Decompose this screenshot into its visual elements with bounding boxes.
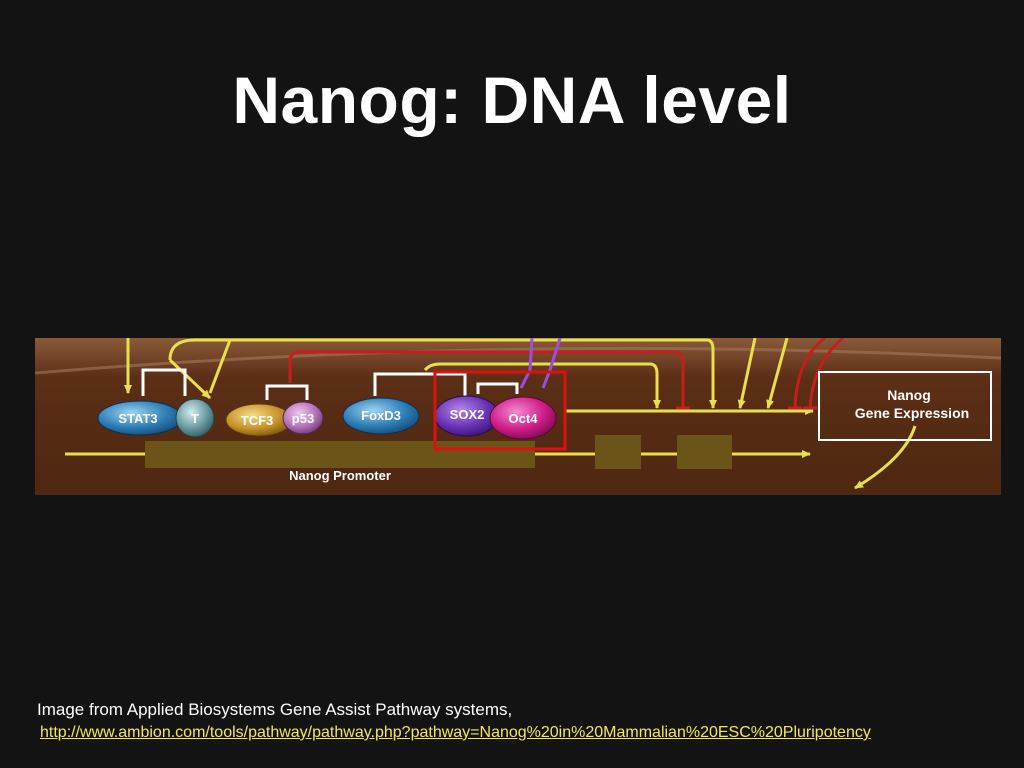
complex-bracket-sox2-oct4 bbox=[476, 382, 519, 394]
pathway-diagram: Nanog Promoter STAT3 T TCF3 bbox=[35, 338, 1001, 495]
t-protein bbox=[175, 398, 215, 438]
activation-arrow-top-span bbox=[168, 338, 713, 408]
sox2-label: SOX2 bbox=[450, 407, 485, 422]
stat3-label: STAT3 bbox=[118, 411, 157, 426]
exon-block-2 bbox=[677, 435, 732, 469]
oct4-protein bbox=[489, 396, 557, 440]
foxd3-protein bbox=[342, 397, 420, 435]
activation-arrow-diag bbox=[208, 339, 232, 394]
activation-arrow-downstream bbox=[854, 425, 917, 490]
p53-label: p53 bbox=[292, 411, 314, 426]
oct4-label: Oct4 bbox=[509, 411, 539, 426]
exon-block-1 bbox=[595, 435, 641, 469]
signal-line-oct4-2 bbox=[541, 338, 562, 389]
inhibition-line-p53 bbox=[288, 350, 685, 408]
nanog-pathway-figure: Nanog Promoter STAT3 T TCF3 bbox=[35, 338, 1001, 495]
promoter-label: Nanog Promoter bbox=[289, 468, 391, 483]
gene-expression-line2: Gene Expression bbox=[855, 405, 969, 421]
sox2-oct4-highlight-box bbox=[433, 370, 567, 451]
activation-arrow-t bbox=[168, 358, 212, 400]
gene-expression-line1: Nanog bbox=[887, 387, 931, 403]
source-url-link[interactable]: http://www.ambion.com/tools/pathway/path… bbox=[40, 724, 871, 741]
t-label: T bbox=[191, 411, 199, 426]
activation-arrow-sox2-oct4 bbox=[423, 362, 661, 409]
cell-membrane-edge bbox=[35, 346, 1001, 375]
complex-bracket-stat3-t bbox=[141, 368, 187, 396]
inhibition-line-right-2 bbox=[808, 338, 844, 409]
nanog-promoter-region bbox=[145, 441, 535, 468]
slide-title: Nanog: DNA level bbox=[232, 63, 792, 137]
activation-arrow-right-1 bbox=[737, 338, 757, 409]
p53-protein bbox=[282, 401, 324, 435]
inhibition-line-right-1 bbox=[793, 338, 826, 409]
complex-bracket-foxd3-sox2 bbox=[373, 372, 467, 396]
tcf3-label: TCF3 bbox=[241, 413, 274, 428]
foxd3-label: FoxD3 bbox=[361, 408, 401, 423]
gene-expression-box bbox=[818, 371, 992, 441]
signal-line-oct4-1 bbox=[519, 338, 534, 389]
complex-bracket-tcf3-p53 bbox=[265, 384, 309, 400]
activation-arrow-right-2 bbox=[766, 338, 789, 409]
image-source-caption: Image from Applied Biosystems Gene Assis… bbox=[37, 700, 513, 719]
